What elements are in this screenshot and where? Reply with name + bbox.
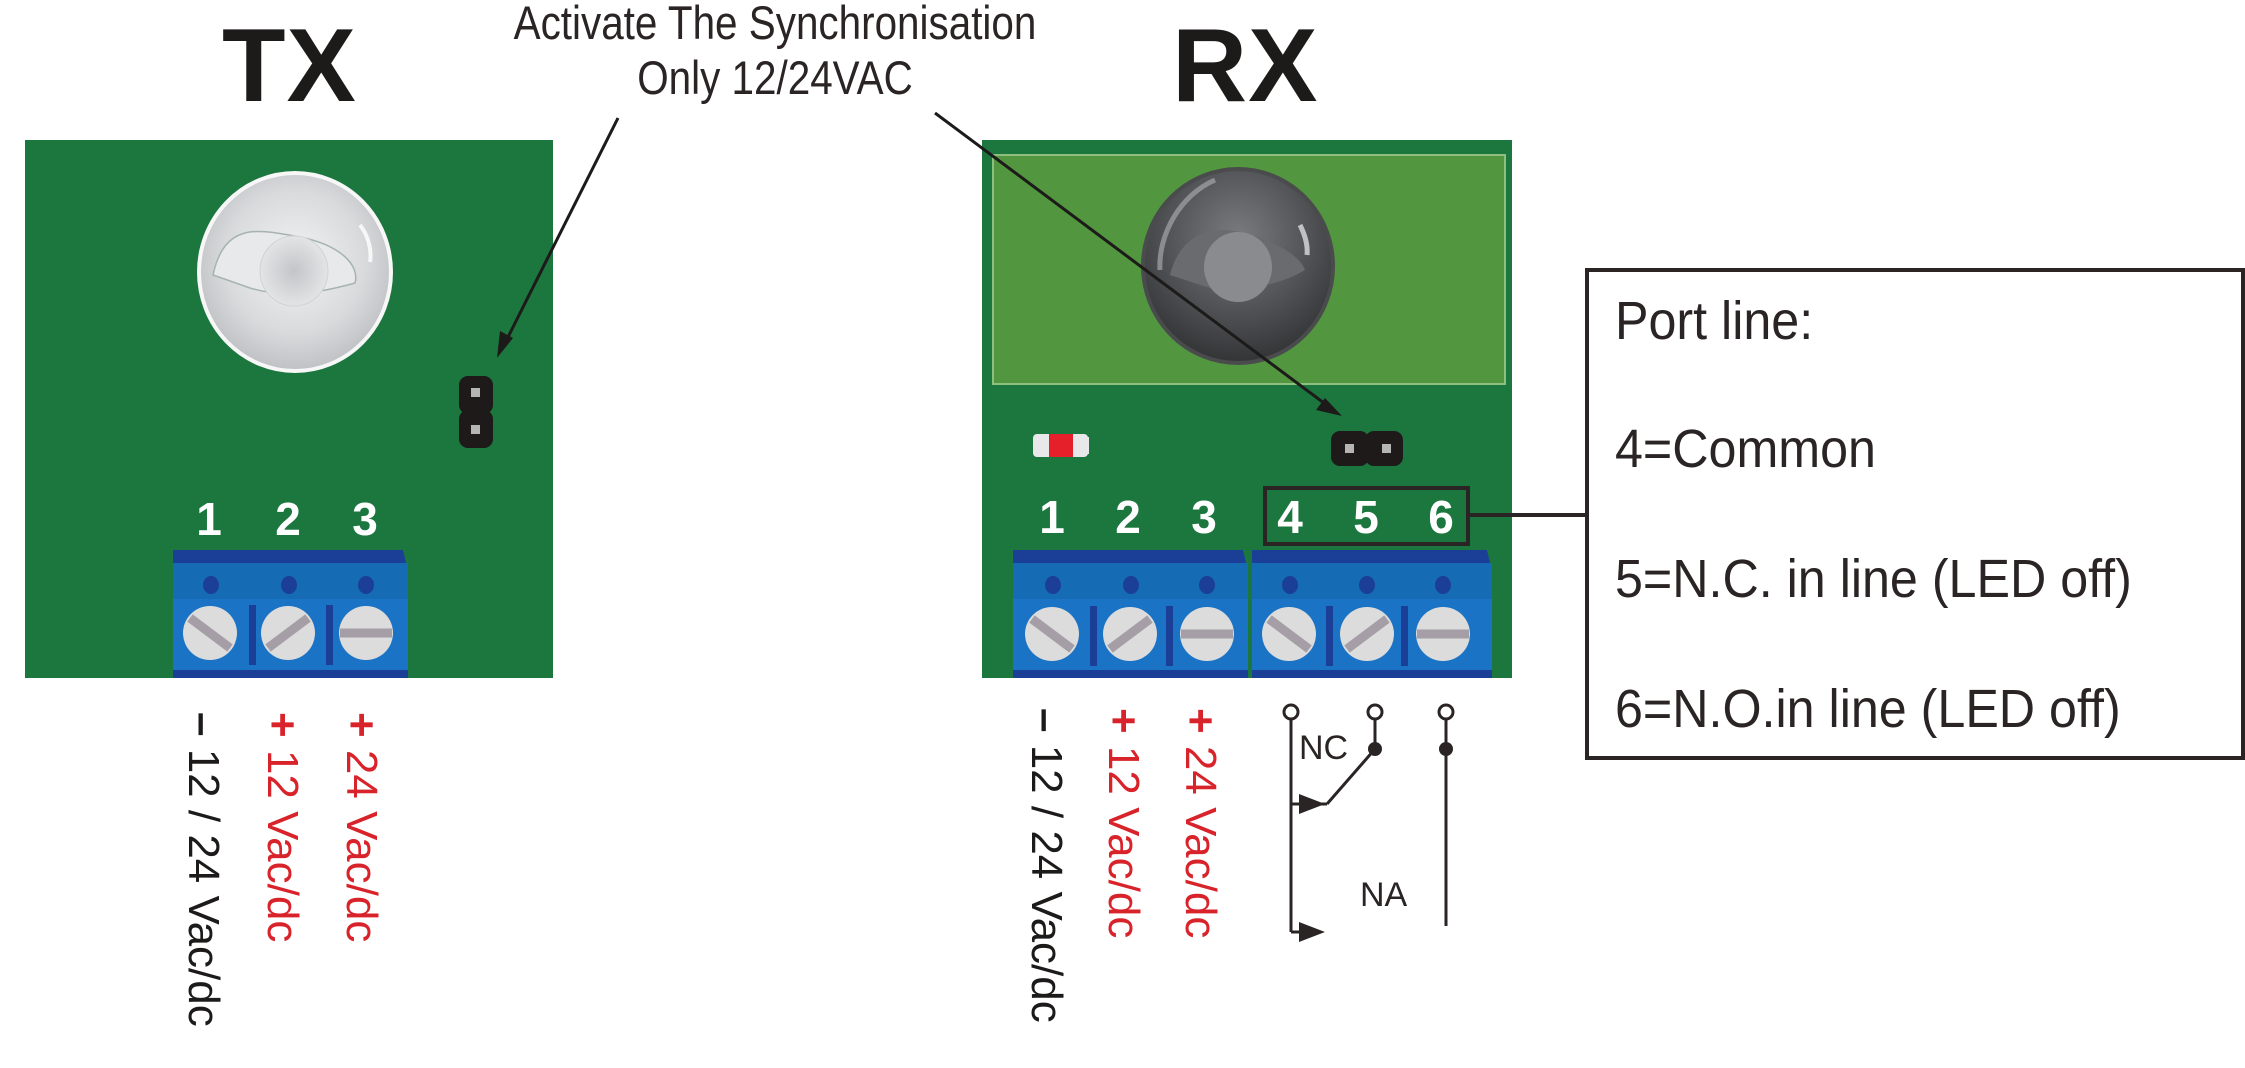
tx-arrowhead-icon bbox=[497, 331, 513, 358]
tx-title: TX bbox=[222, 8, 357, 124]
tx-screw-1-icon bbox=[183, 606, 237, 660]
no-contact-dot-icon bbox=[1439, 742, 1453, 756]
port-info-line-common: 4=Common bbox=[1615, 419, 1876, 479]
rx-arrowhead-icon bbox=[1316, 398, 1342, 416]
rx-pin-3: 3 bbox=[1191, 491, 1217, 543]
rx-screw-3-icon bbox=[1180, 607, 1234, 661]
relay-nc-label: NC bbox=[1299, 729, 1349, 767]
rx-screw-5-icon bbox=[1340, 607, 1394, 661]
tx-screw-3-icon bbox=[339, 606, 393, 660]
tx-jumper-pointer-line bbox=[501, 117, 620, 348]
sync-annotation: Activate The Synchronisation Only 12/24V… bbox=[448, 0, 1102, 106]
sync-annotation-line2: Only 12/24VAC bbox=[637, 50, 913, 104]
port-info-heading: Port line: bbox=[1615, 291, 1814, 351]
nc-arrow-icon bbox=[1299, 794, 1325, 814]
tx-pin-3: 3 bbox=[352, 493, 378, 545]
rx-pin-4: 4 bbox=[1277, 491, 1303, 543]
rx-pin-6: 6 bbox=[1428, 491, 1454, 543]
port-info-line-no: 6=N.O.in line (LED off) bbox=[1615, 679, 2121, 739]
rx-jumper-pointer-line bbox=[934, 111, 1333, 411]
rx-pin-5: 5 bbox=[1353, 491, 1379, 543]
na-arrow-icon bbox=[1299, 922, 1325, 942]
port-pins-highlight bbox=[1263, 486, 1470, 546]
tx-pin-1: 1 bbox=[196, 493, 222, 545]
nc-contact-dot-icon bbox=[1368, 742, 1382, 756]
tx-pin-2: 2 bbox=[275, 493, 301, 545]
rx-screw-1-icon bbox=[1025, 607, 1079, 661]
port-connector-line bbox=[1470, 513, 1588, 517]
rx-screw-6-icon bbox=[1416, 607, 1470, 661]
rx-pin-1: 1 bbox=[1039, 491, 1065, 543]
sync-annotation-line1: Activate The Synchronisation bbox=[513, 0, 1037, 49]
port-info-box: Port line: 4=Common 5=N.C. in line (LED … bbox=[1585, 268, 2245, 760]
relay-na-label: NA bbox=[1360, 876, 1408, 914]
rx-screw-4-icon bbox=[1262, 607, 1316, 661]
rx-pin-2: 2 bbox=[1115, 491, 1141, 543]
rx-title: RX bbox=[1172, 8, 1319, 124]
port-info-line-nc: 5=N.C. in line (LED off) bbox=[1615, 549, 2132, 609]
tx-screw-2-icon bbox=[261, 606, 315, 660]
rx-screw-2-icon bbox=[1103, 607, 1157, 661]
